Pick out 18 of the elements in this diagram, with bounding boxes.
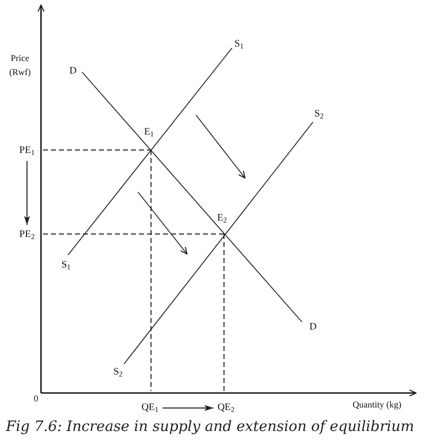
- caption: Fig 7.6: Increase in supply and extension of equilibrium: [6, 418, 414, 438]
- arrow: [24, 160, 30, 226]
- curve-label: D: [69, 64, 77, 78]
- price-level-label: PE$_{1}$: [19, 145, 35, 157]
- quantity-level-label: QE$_{2}$: [217, 402, 235, 414]
- axis-title: Price (Rwf): [8, 52, 32, 79]
- arrow: [162, 405, 214, 411]
- curve-label: S$_{1}$: [234, 38, 244, 52]
- quantity-level-label: QE$_{1}$: [141, 402, 159, 414]
- axis-title: Quantity (kg): [352, 398, 402, 412]
- curve-label: S$_{2}$: [113, 366, 123, 380]
- point-label: E$_{1}$: [144, 126, 154, 140]
- point-label: E$_{2}$: [217, 212, 227, 226]
- curve-label: S$_{1}$: [61, 258, 71, 272]
- origin-label: 0: [34, 392, 38, 406]
- curve-label: S$_{2}$: [314, 108, 324, 122]
- curve-label: D: [309, 320, 317, 334]
- price-level-label: PE$_{2}$: [19, 229, 35, 241]
